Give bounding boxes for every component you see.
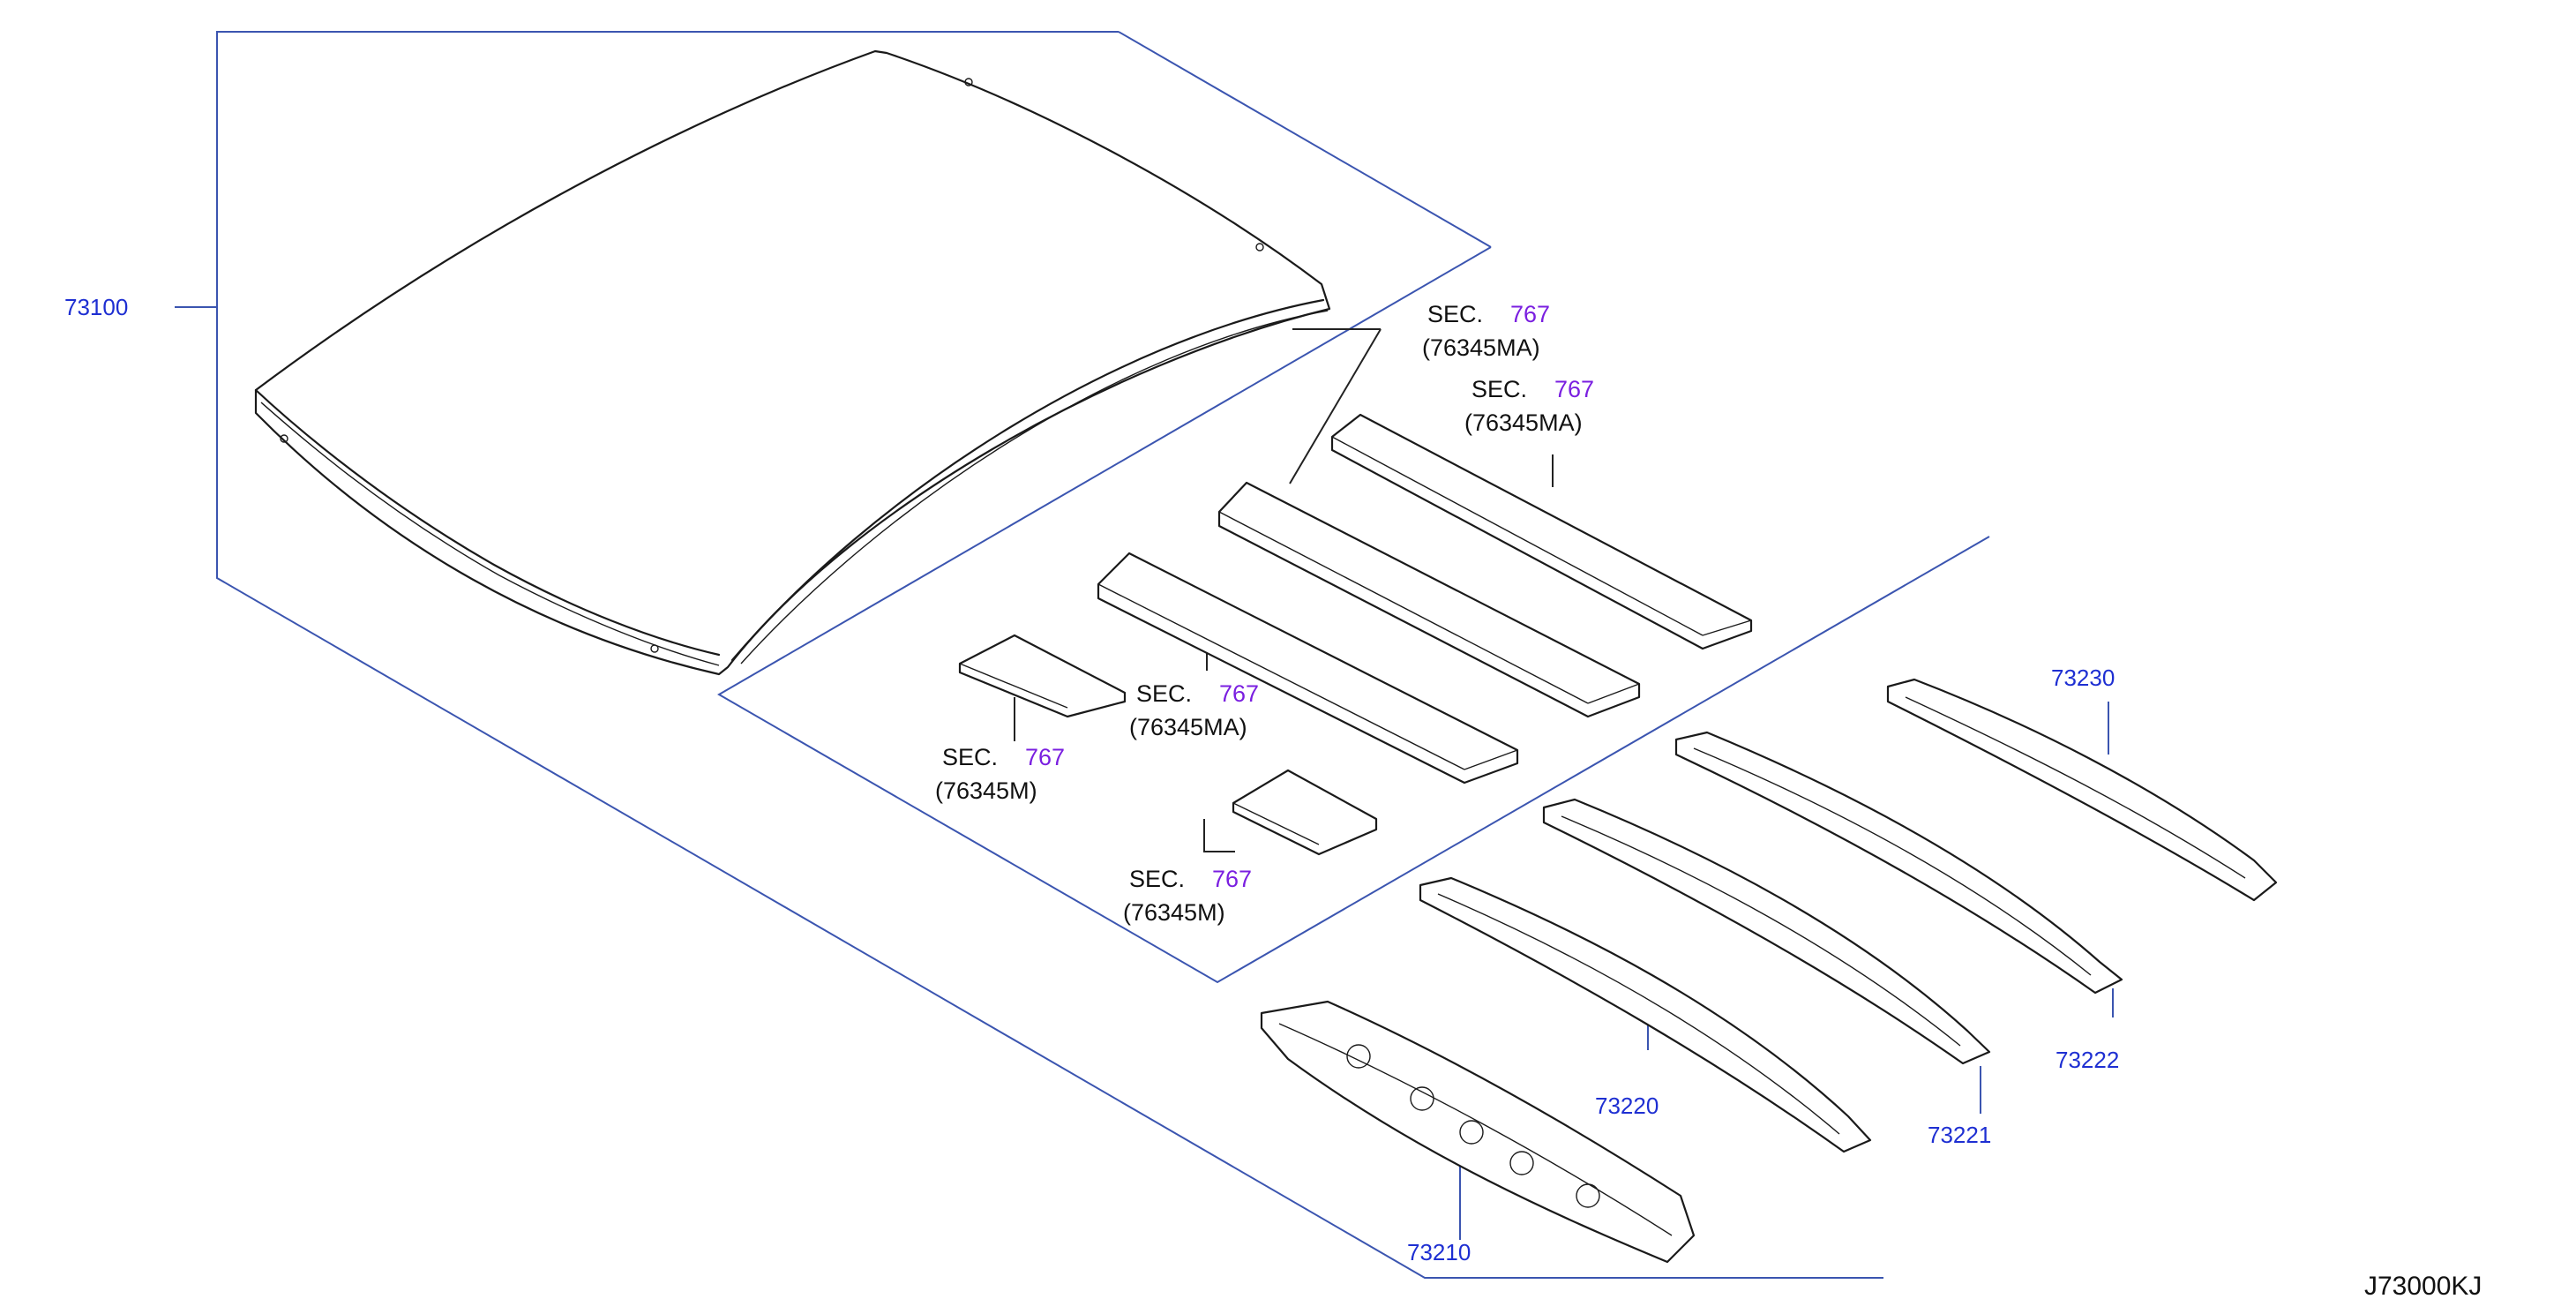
sec-3-part: (76345MA) (1129, 714, 1247, 740)
bow-73222 (1674, 731, 2123, 995)
sec-4-ref[interactable]: 767 (1025, 744, 1065, 770)
part-callouts: 73100 73230 73222 73221 73220 73210 (64, 294, 2119, 1265)
long-pad-2-edge-b (1587, 683, 1640, 704)
sec-leader-5 (1203, 819, 1235, 852)
sec-5-label: SEC. (1129, 866, 1185, 892)
front-rail-73210 (1260, 1000, 1696, 1264)
callout-roof-panel[interactable]: 73100 (64, 294, 128, 320)
sec-callout-3[interactable]: SEC. 767 (76345MA) (1129, 680, 1259, 740)
sec-callout-1[interactable]: SEC. 767 (76345MA) (1422, 301, 1550, 361)
front-rail-hole-4 (1509, 1151, 1534, 1175)
sec-4-label: SEC. (942, 744, 998, 770)
long-pad-1-edge-b (1702, 619, 1752, 636)
roof-bracket-line (216, 31, 1883, 1279)
section-leaders (1014, 328, 1554, 852)
callout-bow-3[interactable]: 73222 (2056, 1047, 2119, 1073)
long-pad-3-edge (1097, 583, 1465, 770)
roof-front-flange-inner (260, 402, 720, 666)
small-pad-1-edge (959, 663, 1068, 709)
sec-1-part: (76345MA) (1422, 334, 1540, 361)
sec-callout-5[interactable]: SEC. 767 (76345M) (1123, 866, 1252, 926)
sec-1-ref[interactable]: 767 (1510, 301, 1550, 327)
callout-front-rail[interactable]: 73210 (1407, 1239, 1471, 1265)
diagram-id: J73000KJ (2364, 1272, 2482, 1301)
roof-panel-shape (254, 49, 1331, 676)
front-rail-hole-1 (1346, 1044, 1371, 1069)
sec-5-part: (76345M) (1123, 899, 1225, 926)
roof-rear-flange (730, 298, 1325, 662)
sec-1-label: SEC. (1427, 301, 1483, 327)
bow-73220-detail (1437, 893, 1840, 1135)
roof-top-diagonal (1118, 31, 1492, 248)
callout-bow-1[interactable]: 73220 (1595, 1092, 1659, 1119)
sec-2-part: (76345MA) (1464, 409, 1583, 436)
long-pad-2 (1217, 481, 1641, 718)
roof-bows (1260, 678, 2278, 1264)
roof-panel-drawing (254, 49, 1331, 676)
roof-hole-4 (964, 78, 973, 86)
bow-73221-detail (1561, 815, 1961, 1047)
long-pad-3 (1097, 552, 1519, 785)
long-pad-3-edge-b (1464, 749, 1518, 770)
long-pad-1-edge (1331, 436, 1704, 636)
rear-rail-73230-detail (1905, 696, 2246, 879)
roof-rear-flange-inner (740, 310, 1329, 665)
small-pad-1 (958, 634, 1127, 718)
sec-5-ref[interactable]: 767 (1212, 866, 1252, 892)
sec-3-label: SEC. (1136, 680, 1192, 707)
roof-hole-1 (280, 434, 288, 443)
insulator-bracket-line (717, 246, 1990, 984)
sec-2-ref[interactable]: 767 (1554, 376, 1594, 402)
callout-rear-rail[interactable]: 73230 (2051, 665, 2115, 691)
long-pad-1 (1330, 413, 1753, 650)
roof-hole-2 (650, 644, 659, 653)
sec-leader-1-drop (1289, 328, 1382, 484)
roof-front-flange (254, 388, 721, 657)
front-rail-hole-2 (1410, 1086, 1434, 1111)
callout-bow-2[interactable]: 73221 (1928, 1122, 1991, 1148)
bow-73220 (1419, 876, 1872, 1153)
leader-lines (175, 31, 2114, 1279)
bow-73222-detail (1693, 747, 2092, 976)
sec-4-part: (76345M) (935, 777, 1037, 804)
sec-callout-4[interactable]: SEC. 767 (76345M) (935, 744, 1065, 804)
small-pad-2 (1232, 769, 1378, 856)
small-pad-2-edge (1232, 802, 1320, 845)
front-rail-hole-5 (1576, 1183, 1600, 1208)
insulator-pads (958, 413, 1753, 856)
front-rail-hole-3 (1459, 1120, 1484, 1145)
bow-73221 (1542, 798, 1991, 1065)
long-pad-2-edge (1218, 511, 1589, 704)
roof-hole-3 (1255, 243, 1264, 252)
sec-callout-2[interactable]: SEC. 767 (76345MA) (1464, 376, 1594, 436)
sec-3-ref[interactable]: 767 (1219, 680, 1259, 707)
sec-2-label: SEC. (1471, 376, 1527, 402)
front-rail-73210-detail (1278, 1023, 1673, 1236)
section-callouts: SEC. 767 (76345MA) SEC. 767 (76345MA) SE… (935, 301, 1594, 926)
